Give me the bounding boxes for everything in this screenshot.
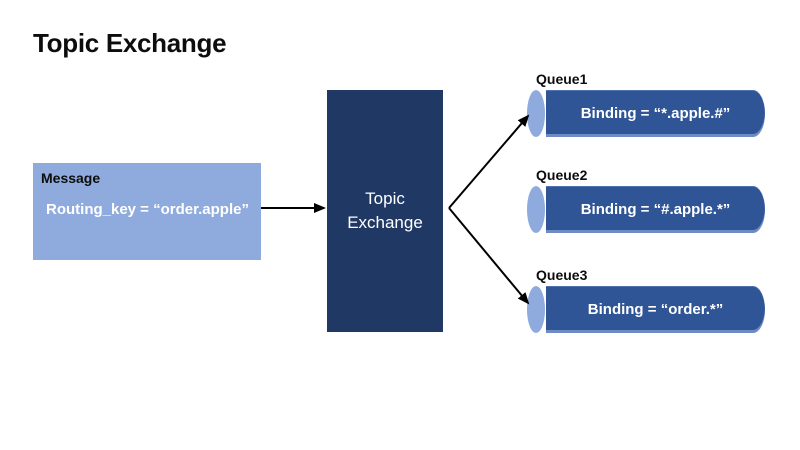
queue2-label: Queue2 <box>536 167 588 183</box>
queue3-cylinder: Binding = “order.*” <box>527 286 765 333</box>
queue2-cylinder: Binding = “#.apple.*” <box>527 186 765 233</box>
queue1-label: Queue1 <box>536 71 588 87</box>
queue2-cylinder-body: Binding = “#.apple.*” <box>546 186 765 233</box>
queue2-cylinder-cap <box>527 186 545 233</box>
queue2-binding-text: Binding = “#.apple.*” <box>580 201 731 218</box>
queue1-binding-text: Binding = “*.apple.#” <box>580 105 731 122</box>
queue3-cylinder-cap <box>527 286 545 333</box>
queue3-cylinder-body: Binding = “order.*” <box>546 286 765 333</box>
queue2-group: Queue2 Binding = “#.apple.*” <box>527 167 765 233</box>
queue3-group: Queue3 Binding = “order.*” <box>527 267 765 333</box>
queue1-cylinder-body: Binding = “*.apple.#” <box>546 90 765 137</box>
queue3-label: Queue3 <box>536 267 588 283</box>
message-box: Message Routing_key = “order.apple” <box>33 163 261 260</box>
exchange-label: Topic Exchange <box>347 189 423 232</box>
queue1-group: Queue1 Binding = “*.apple.#” <box>527 71 765 137</box>
routing-key-text: Routing_key = “order.apple” <box>46 201 249 218</box>
queue3-binding-text: Binding = “order.*” <box>587 301 724 318</box>
arrow-exchange-to-queue1-icon <box>448 114 530 209</box>
page-title: Topic Exchange <box>33 28 227 58</box>
queue1-cylinder: Binding = “*.apple.#” <box>527 90 765 137</box>
queue1-cylinder-cap <box>527 90 545 137</box>
message-box-label: Message <box>41 170 101 186</box>
exchange-box: Topic Exchange <box>327 90 443 332</box>
arrow-exchange-to-queue3-icon <box>448 207 530 305</box>
